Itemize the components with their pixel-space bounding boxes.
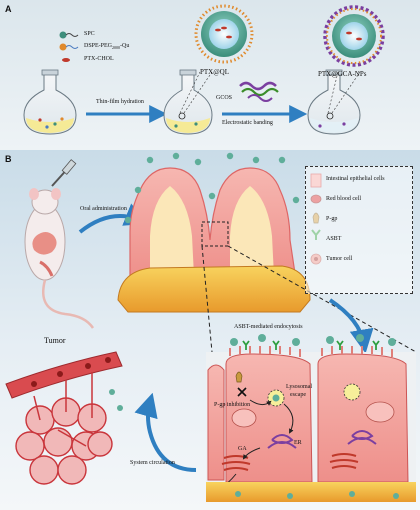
gcos-strand-icon <box>239 81 279 102</box>
ptx-ql-nanoparticle-icon <box>194 4 254 64</box>
circulation-label: System circulation <box>130 460 175 466</box>
flask-icon-2 <box>163 69 213 135</box>
step2-label: Electrostatic banding <box>222 120 273 126</box>
ga-label: GA <box>238 446 247 452</box>
panel-b-label: B <box>5 154 12 164</box>
gcos-label: GCOS <box>216 95 233 101</box>
ptx-chol-label: PTX-CHOL <box>84 56 114 62</box>
panel-a-label: A <box>5 4 12 14</box>
nanoparticle-dots <box>124 152 300 224</box>
tumor-icon <box>5 351 123 485</box>
ptx-gca-nps-nanoparticle-icon <box>323 5 385 67</box>
er-label: ER <box>294 440 302 446</box>
epithelial-zoom-icon <box>206 334 416 502</box>
dspe-label: DSPE-PEG2000-Qu <box>84 43 130 51</box>
arrow-circulation <box>134 392 197 472</box>
tumor-label: Tumor <box>44 336 66 345</box>
legend-box <box>305 166 413 294</box>
oral-label: Oral administration <box>80 206 127 212</box>
flask-icon-1 <box>23 69 77 135</box>
legend-label-4: ASBT <box>326 236 342 242</box>
dspe-peg-qu-icon <box>59 43 79 51</box>
legend-label-3: P-gp <box>326 216 338 222</box>
step1-label: Thin-film hydration <box>96 99 144 105</box>
mouse-icon <box>24 159 95 329</box>
legend-label-1: Intestinal epithelial cells <box>326 176 385 182</box>
endocytosis-label: ASBT-mediated endocytosis <box>234 324 303 330</box>
pgp-inhibition-label: P-gp inhibition <box>214 402 251 408</box>
lysosomal-label: Lysosomal <box>286 384 313 390</box>
spc-label: SPC <box>84 31 95 37</box>
legend-label-2: Red blood cell <box>326 196 361 202</box>
ptx-gca-label: PTX@GCA-NPs <box>318 70 367 78</box>
spc-icon <box>59 31 79 39</box>
ptx-chol-icon <box>62 58 70 62</box>
flask-icon-3 <box>307 69 361 135</box>
legend-label-5: Tumor cell <box>326 256 353 262</box>
intestinal-villi-icon <box>117 167 311 313</box>
escape-label: escape <box>290 392 306 398</box>
ptx-ql-label: PTX@QL <box>200 68 230 76</box>
